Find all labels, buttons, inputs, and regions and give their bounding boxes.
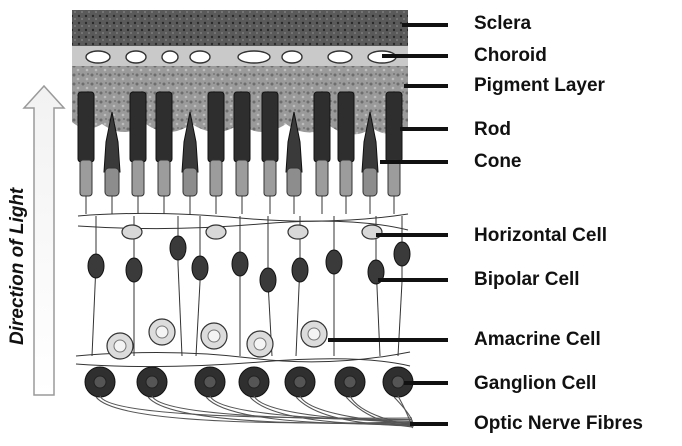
bipolar-cell (326, 250, 342, 274)
label-horizontal-cell: Horizontal Cell (474, 226, 607, 245)
bipolar-cell (260, 268, 276, 292)
optic-fibre (152, 396, 412, 420)
choroid-vessel (86, 51, 110, 63)
rod-inner-segment (158, 160, 170, 196)
rod-inner-segment (264, 160, 276, 196)
choroid-vessels (86, 51, 396, 63)
ganglion-nucleus (392, 376, 404, 388)
ganglion-nucleus (94, 376, 106, 388)
rod-inner-segment (388, 160, 400, 196)
rod-inner-segment (316, 160, 328, 196)
rod-inner-segment (80, 160, 92, 196)
choroid-vessel (328, 51, 352, 63)
outer-plexiform-line (78, 213, 408, 221)
rod-outer-segment (262, 92, 278, 162)
choroid-vessel (126, 51, 146, 63)
amacrine-nucleus (208, 330, 220, 342)
bipolar-cell (126, 258, 142, 282)
rod-inner-segment (236, 160, 248, 196)
rod-outer-segment (208, 92, 224, 162)
label-cone: Cone (474, 152, 522, 171)
optic-nerve-fibres (96, 396, 413, 428)
horizontal-cell (288, 225, 308, 239)
cone-inner-segment (363, 168, 377, 196)
rod-outer-segment (386, 92, 402, 162)
rod-inner-segment (132, 160, 144, 196)
bipolar-axon (398, 282, 402, 356)
cone-inner-segment (105, 168, 119, 196)
horizontal-cell (122, 225, 142, 239)
rod-inner-segment (340, 160, 352, 196)
label-choroid: Choroid (474, 46, 547, 65)
ganglion-nucleus (146, 376, 158, 388)
bipolar-cell (232, 252, 248, 276)
bipolar-cell (88, 254, 104, 278)
amacrine-nucleus (254, 338, 266, 350)
label-pigment-layer: Pigment Layer (474, 76, 605, 95)
rod-inner-segment (210, 160, 222, 196)
label-rod: Rod (474, 120, 511, 139)
label-direction-of-light: Direction of Light (8, 188, 27, 345)
label-optic-nerve-fibres: Optic Nerve Fibres (474, 414, 643, 433)
choroid-vessel (238, 51, 270, 63)
choroid-vessel (162, 51, 178, 63)
rod-outer-segment (130, 92, 146, 162)
amacrine-nucleus (114, 340, 126, 352)
rod-outer-segment (338, 92, 354, 162)
ganglion-nucleus (294, 376, 306, 388)
inner-plexiform-line (76, 359, 410, 367)
label-ganglion-cell: Ganglion Cell (474, 374, 596, 393)
sclera-band (72, 10, 408, 48)
horizontal-cell (206, 225, 226, 239)
choroid-vessel (190, 51, 210, 63)
rod-outer-segment (78, 92, 94, 162)
rod-outer-segment (156, 92, 172, 162)
ganglion-nucleus (204, 376, 216, 388)
choroid-vessel (282, 51, 302, 63)
bipolar-cell (394, 242, 410, 266)
direction-arrow (24, 86, 64, 395)
ganglion-nucleus (248, 376, 260, 388)
cone-inner-segment (287, 168, 301, 196)
bipolar-axon (178, 264, 182, 356)
bipolar-cell (170, 236, 186, 260)
bipolar-axon (196, 282, 200, 356)
label-amacrine-cell: Amacrine Cell (474, 330, 601, 349)
label-bipolar-cell: Bipolar Cell (474, 270, 580, 289)
label-sclera: Sclera (474, 14, 531, 33)
amacrine-nucleus (156, 326, 168, 338)
bipolar-cell (192, 256, 208, 280)
rod-outer-segment (234, 92, 250, 162)
ganglion-nucleus (344, 376, 356, 388)
amacrine-nucleus (308, 328, 320, 340)
bipolar-cell (292, 258, 308, 282)
cone-inner-segment (183, 168, 197, 196)
rod-outer-segment (314, 92, 330, 162)
